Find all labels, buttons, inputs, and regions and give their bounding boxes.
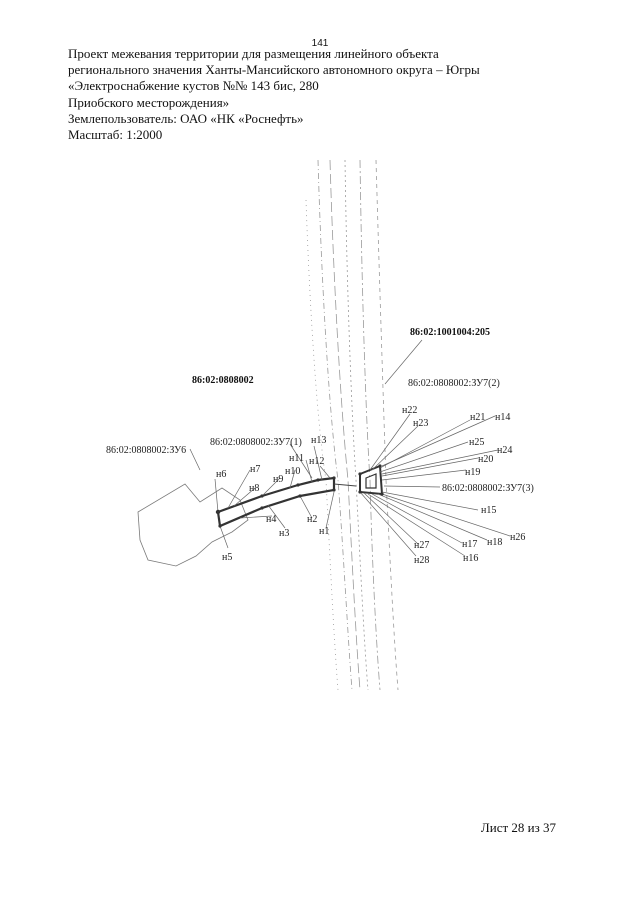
leader-lines bbox=[189, 339, 511, 557]
point-label-n9: н9 bbox=[273, 474, 283, 485]
point-label-n20: н20 bbox=[478, 454, 493, 465]
point-label-n14: н14 bbox=[495, 412, 510, 423]
sheet-counter: Лист 28 из 37 bbox=[480, 820, 556, 835]
point-label-n4: н4 bbox=[266, 514, 276, 525]
point-label-n16: н16 bbox=[463, 553, 478, 564]
parcel-label-zu7-3: 86:02:0808002:ЗУ7(3) bbox=[442, 483, 534, 494]
point-label-n7: н7 bbox=[250, 464, 260, 475]
point-label-n28: н28 bbox=[414, 555, 429, 566]
document-header: Проект межевания территории для размещен… bbox=[68, 46, 588, 143]
point-label-n2: н2 bbox=[307, 514, 317, 525]
point-label-n8: н8 bbox=[249, 483, 259, 494]
point-label-n11: н11 bbox=[289, 453, 304, 464]
header-line-6: Масштаб: 1:2000 bbox=[68, 127, 163, 143]
point-label-n25: н25 bbox=[469, 437, 484, 448]
parcel-label-0808002: 86:02:0808002 bbox=[192, 375, 254, 386]
parcel-label-zu7-2: 86:02:0808002:ЗУ7(2) bbox=[408, 378, 500, 389]
header-line-2: регионального значения Ханты-Мансийского… bbox=[68, 62, 480, 78]
header-line-1: Проект межевания территории для размещен… bbox=[68, 46, 439, 61]
point-label-n12: н12 bbox=[309, 456, 324, 467]
point-label-n21: н21 bbox=[470, 412, 485, 423]
header-line-4: Приобского месторождения» bbox=[68, 94, 230, 110]
point-label-n5: н5 bbox=[222, 552, 232, 563]
point-label-n17: н17 bbox=[462, 539, 477, 550]
parcel-label-zu6: 86:02:0808002:ЗУ6 bbox=[106, 445, 186, 456]
point-label-n26: н26 bbox=[510, 532, 525, 543]
road-lines bbox=[305, 159, 399, 691]
point-label-n6: н6 bbox=[216, 469, 226, 480]
point-label-n18: н18 bbox=[487, 537, 502, 548]
point-label-n15: н15 bbox=[481, 505, 496, 516]
point-label-n24: н24 bbox=[497, 445, 512, 456]
point-label-n23: н23 bbox=[413, 418, 428, 429]
point-label-n1: н1 bbox=[319, 526, 329, 537]
parcel-label-205: 86:02:1001004:205 bbox=[410, 327, 490, 338]
header-line-3: «Электроснабжение кустов №№ 143 бис, 280 bbox=[68, 78, 319, 94]
zu7-3-parcel bbox=[359, 464, 384, 496]
point-label-n3: н3 bbox=[279, 528, 289, 539]
point-label-n27: н27 bbox=[414, 540, 429, 551]
point-label-n10: н10 bbox=[285, 466, 300, 477]
page-number: 141 bbox=[311, 38, 329, 49]
zu6-outline bbox=[137, 483, 249, 567]
parcel-label-zu7-1: 86:02:0808002:ЗУ7(1) bbox=[210, 437, 302, 448]
crossing-segment bbox=[333, 483, 357, 487]
point-label-n22: н22 bbox=[402, 405, 417, 416]
header-line-5: Землепользователь: ОАО «НК «Роснефть» bbox=[68, 110, 304, 126]
vertex-points bbox=[215, 464, 384, 528]
point-label-n19: н19 bbox=[465, 467, 480, 478]
point-label-n13: н13 bbox=[311, 435, 326, 446]
